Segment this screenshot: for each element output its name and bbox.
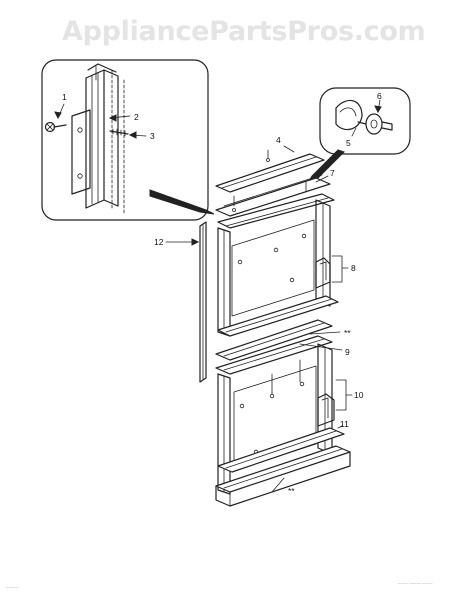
hinge-detail-inset: [41, 59, 209, 221]
callout-6: 6: [377, 91, 382, 101]
screw-icon: [44, 121, 67, 133]
bracket-8: [331, 255, 349, 283]
callout-7: 7: [330, 168, 335, 178]
bracket-10: [335, 379, 353, 411]
side-seal-strip: [199, 221, 207, 383]
callout-8: 8: [351, 263, 356, 273]
leader-9: [299, 343, 343, 351]
leader-4: [283, 145, 295, 153]
callout-1: 1: [62, 92, 67, 102]
callout-2: 2: [134, 112, 139, 122]
lower-door-frame: [215, 319, 351, 507]
callout-star-mid: **: [344, 328, 351, 338]
callout-9: 9: [345, 347, 350, 357]
roller-detail-inset: [319, 87, 411, 155]
watermark-text: AppliancePartsPros.com: [62, 16, 425, 47]
roller-icon: [357, 113, 393, 135]
callout-5: 5: [346, 138, 351, 148]
callout-11: 11: [340, 419, 349, 429]
fineprint-right: --------- ---------- ---------: [398, 581, 433, 585]
upper-door-frame: [215, 149, 339, 337]
callout-star-bottom: **: [288, 486, 295, 496]
bolt-icon: [109, 128, 129, 137]
fineprint-left: -----------: [6, 585, 20, 589]
leader-star-bottom: [271, 477, 285, 493]
callout-4: 4: [276, 135, 281, 145]
callout-10: 10: [354, 390, 364, 400]
leader-star-mid: [309, 331, 341, 335]
leader-11: [337, 425, 343, 429]
callout-12: 12: [154, 237, 164, 247]
leader-7: [315, 175, 329, 183]
callout-3: 3: [150, 131, 155, 141]
inset-connector-left: [149, 189, 215, 215]
